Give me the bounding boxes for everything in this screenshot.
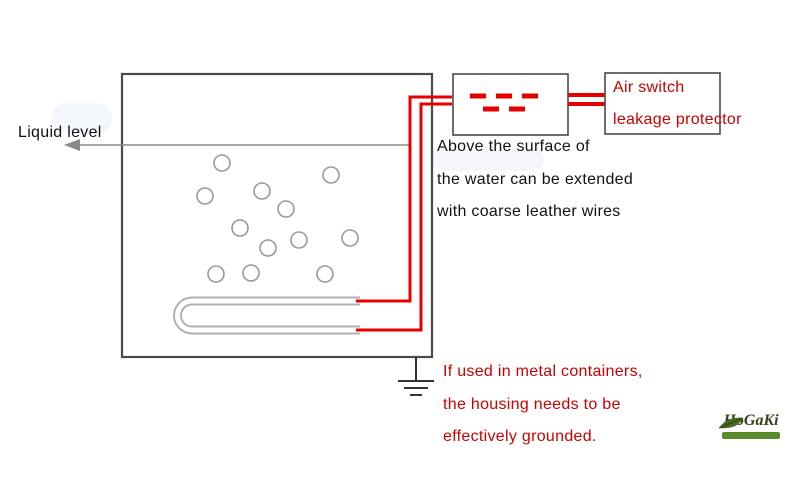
left-arrow-icon [64,139,80,151]
leaf-icon [718,417,744,429]
breaker-contacts-icon [470,93,538,112]
leakage-protector-label: leakage protector [613,111,742,128]
ground-symbol [398,357,434,396]
wire-note-line-3: with coarse leather wires [437,203,621,220]
wire-top [356,95,452,303]
wire-note-line-1: Above the surface of [437,138,590,155]
bubble [322,166,340,184]
bubble [341,229,359,247]
ground-note-line-3: effectively grounded. [443,428,597,445]
watermark-smudge [52,103,112,133]
power-wires [356,95,452,332]
air-switch-box [604,72,721,135]
brand-logo: HoGaKi [713,413,789,439]
tank-outline [120,72,434,359]
bubble [253,182,271,200]
heating-element [173,296,360,335]
heating-tube-inner [175,298,360,333]
bubble [259,239,277,257]
wire-note-line-2: the water can be extended [437,171,634,188]
brand-logo-banner [722,432,780,439]
liquid-level-arrow [64,139,410,151]
bubble [196,187,214,205]
heating-tube-outer [173,296,360,335]
bubble [213,154,231,172]
bubble [316,265,334,283]
bubble [242,264,260,282]
ground-note-line-1: If used in metal containers, [443,363,643,380]
bubble [277,200,295,218]
wire-bottom [356,102,452,332]
bubble [207,265,225,283]
bubbles [196,154,359,283]
liquid-level-label: Liquid level [18,124,102,141]
bubble [290,231,308,249]
breaker-box [452,73,569,136]
watermark-smudge [432,149,544,171]
bubble [231,219,249,237]
box-connectors [568,93,605,106]
air-switch-label: Air switch [613,79,685,96]
ground-note-line-2: the housing needs to be [443,396,621,413]
